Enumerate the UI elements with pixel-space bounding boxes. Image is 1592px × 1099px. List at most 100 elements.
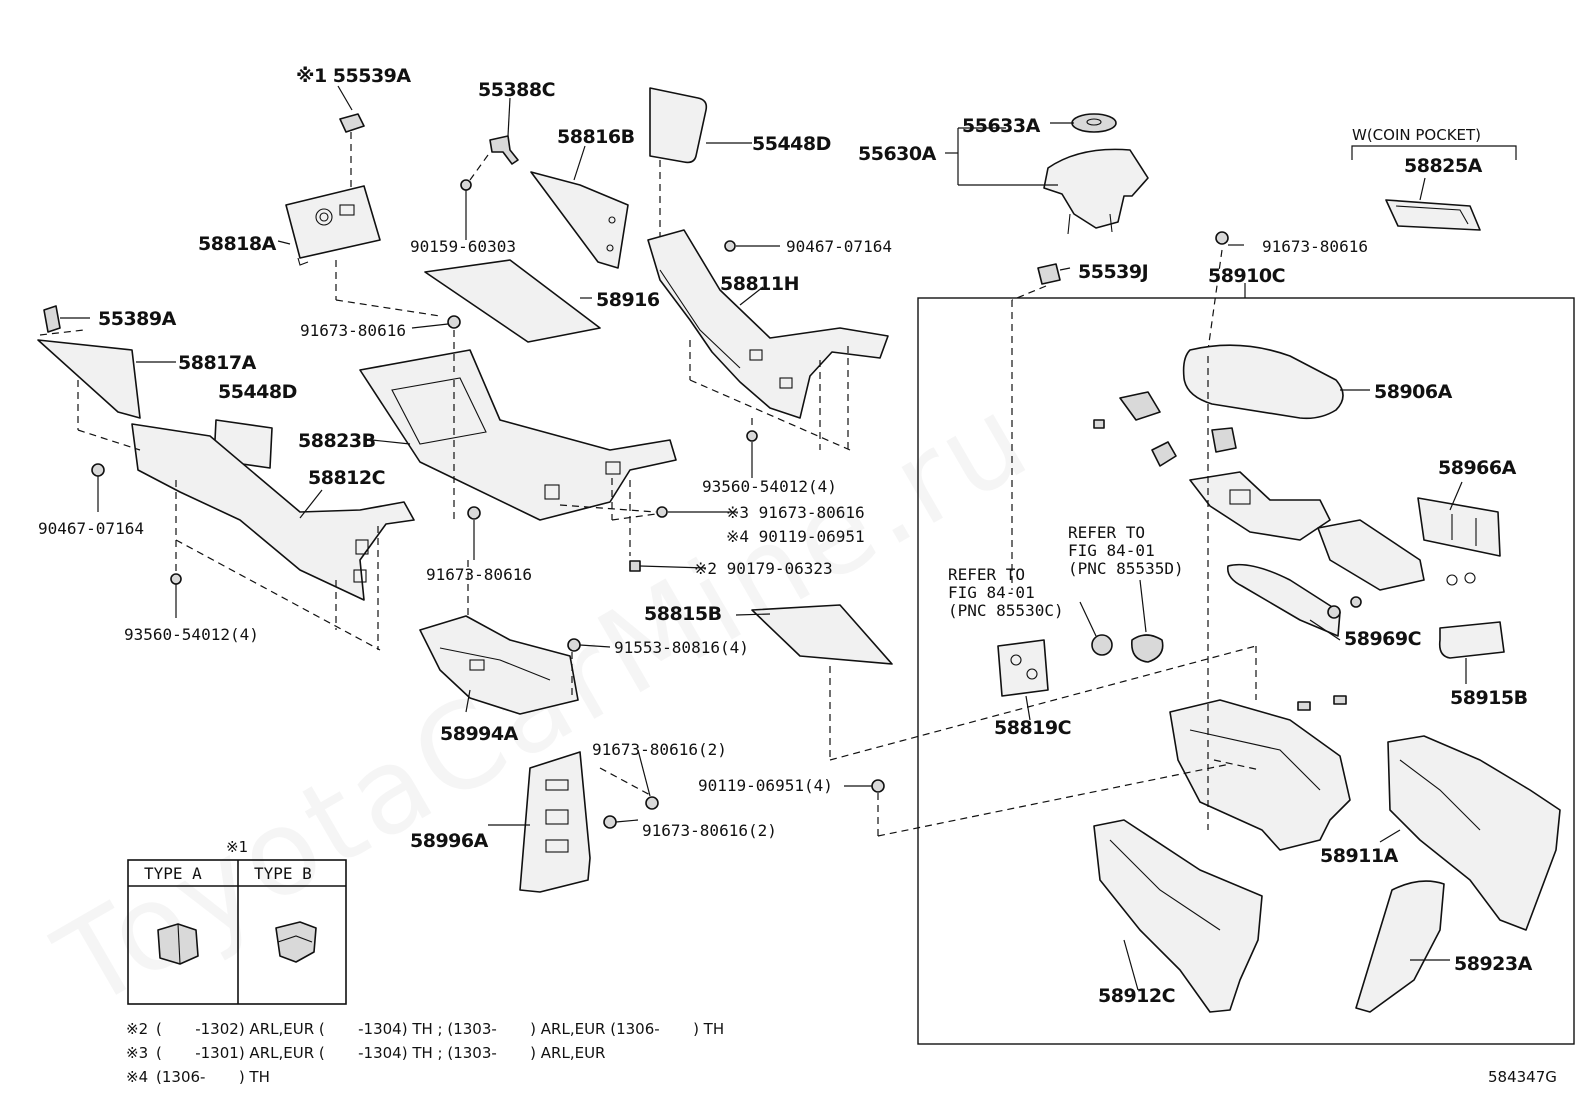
part-93560-54012-right[interactable] bbox=[746, 430, 758, 442]
type-b-header: TYPE B bbox=[254, 864, 312, 883]
part-55633A[interactable] bbox=[1071, 113, 1117, 133]
footnote-3-text: ( -1301) ARL,EUR ( -1304) TH ; (1303- ) … bbox=[156, 1044, 605, 1062]
label-58825A: 58825A bbox=[1404, 155, 1483, 177]
part-91673-80616-x3[interactable] bbox=[656, 506, 668, 518]
label-58906A: 58906A bbox=[1374, 381, 1453, 403]
part-58812C[interactable] bbox=[131, 423, 415, 601]
type-a-clip bbox=[157, 923, 199, 965]
label-55389A: 55389A bbox=[98, 308, 177, 330]
label-90467-07164-top: 90467-07164 bbox=[786, 237, 892, 256]
label-55539A: ※1 55539A bbox=[296, 65, 411, 87]
label-91673-80616-mid: 91673-80616 bbox=[300, 321, 406, 340]
part-91673-80616-low[interactable] bbox=[467, 506, 481, 520]
part-58811H[interactable] bbox=[647, 229, 889, 419]
svg-text:(PNC 85535D): (PNC 85535D) bbox=[1068, 559, 1184, 578]
part-55389A[interactable] bbox=[43, 305, 61, 333]
part-91673-80616-2b[interactable] bbox=[603, 815, 617, 829]
footnote-2-text: ( -1302) ARL,EUR ( -1304) TH ; (1303- ) … bbox=[156, 1020, 724, 1038]
part-58818A[interactable] bbox=[285, 185, 381, 266]
label-58817A: 58817A bbox=[178, 352, 257, 374]
type-table-mark: ※1 bbox=[226, 838, 248, 856]
label-91673-80616-2b: 91673-80616(2) bbox=[642, 821, 777, 840]
label-91673-80616-2a: 91673-80616(2) bbox=[592, 740, 727, 759]
label-91553-80816: 91553-80816(4) bbox=[614, 638, 749, 657]
part-58815B[interactable] bbox=[751, 604, 893, 665]
part-90467-07164-top[interactable] bbox=[724, 240, 736, 252]
part-58966A[interactable] bbox=[1417, 497, 1501, 557]
part-93560-54012-left[interactable] bbox=[170, 573, 182, 585]
part-58915B[interactable] bbox=[1438, 621, 1505, 659]
part-90467-07164-left[interactable] bbox=[91, 463, 105, 477]
part-91673-80616-tr[interactable] bbox=[1215, 231, 1229, 245]
part-55539A[interactable] bbox=[339, 113, 365, 133]
label-58910C: 58910C bbox=[1208, 265, 1285, 287]
label-90159-60303: 90159-60303 bbox=[410, 237, 516, 256]
part-58819C[interactable] bbox=[997, 639, 1049, 697]
label-55633A: 55633A bbox=[962, 115, 1041, 137]
label-58916: 58916 bbox=[596, 289, 660, 311]
type-b-clip bbox=[275, 921, 317, 963]
part-58910C[interactable] bbox=[1189, 471, 1476, 591]
type-a-header: TYPE A bbox=[144, 864, 202, 883]
svg-text:REFER TO: REFER TO bbox=[1068, 523, 1145, 542]
part-console-box-lower[interactable] bbox=[1169, 699, 1351, 851]
part-58923A[interactable] bbox=[1355, 880, 1445, 1013]
part-58916[interactable] bbox=[424, 259, 601, 343]
label-55388C: 55388C bbox=[478, 79, 555, 101]
label-58818A: 58818A bbox=[198, 233, 277, 255]
label-58966A: 58966A bbox=[1438, 457, 1517, 479]
label-93560-54012-left: 93560-54012(4) bbox=[124, 625, 259, 644]
part-pnc-85530c[interactable] bbox=[1091, 634, 1113, 656]
label-58823B: 58823B bbox=[298, 430, 376, 452]
label-55539J: 55539J bbox=[1078, 261, 1148, 283]
part-90119-06951-4[interactable] bbox=[871, 779, 885, 793]
label-91673-80616-tr: 91673-80616 bbox=[1262, 237, 1368, 256]
label-55630A: 55630A bbox=[858, 143, 937, 165]
label-58912C: 58912C bbox=[1098, 985, 1175, 1007]
footnote-2-mark: ※2 bbox=[126, 1020, 148, 1038]
label-58915B: 58915B bbox=[1450, 687, 1528, 709]
part-58912C[interactable] bbox=[1093, 819, 1263, 1013]
part-58969C[interactable] bbox=[1226, 563, 1341, 637]
part-small-nuts bbox=[1297, 596, 1362, 711]
part-55630A[interactable] bbox=[1043, 148, 1149, 235]
part-90179-06323[interactable] bbox=[629, 560, 641, 572]
footnote-4-text: (1306- ) TH bbox=[156, 1068, 270, 1086]
label-58815B: 58815B bbox=[644, 603, 722, 625]
label-91673-80616-x3: ※3 91673-80616 bbox=[726, 503, 865, 522]
label-58811H: 58811H bbox=[720, 273, 799, 295]
label-90179-06323-x2: ※2 90179-06323 bbox=[694, 559, 833, 578]
part-58994A[interactable] bbox=[419, 615, 579, 715]
part-91673-80616-2a[interactable] bbox=[645, 796, 659, 810]
part-58823B[interactable] bbox=[359, 349, 677, 521]
svg-text:REFER TO: REFER TO bbox=[948, 565, 1025, 584]
refer-note-85530c: REFER TO FIG 84-01 (PNC 85530C) bbox=[948, 565, 1064, 620]
part-91673-80616-mid[interactable] bbox=[447, 315, 461, 329]
label-90467-07164-left: 90467-07164 bbox=[38, 519, 144, 538]
part-55448D-top[interactable] bbox=[649, 87, 708, 164]
subassembly-frame bbox=[917, 297, 1575, 1045]
label-58969C: 58969C bbox=[1344, 628, 1421, 650]
svg-text:FIG 84-01: FIG 84-01 bbox=[948, 583, 1035, 602]
part-55388C[interactable] bbox=[489, 135, 519, 165]
label-58923A: 58923A bbox=[1454, 953, 1533, 975]
part-91553-80816[interactable] bbox=[567, 638, 581, 652]
part-58911A[interactable] bbox=[1387, 735, 1561, 931]
label-58996A: 58996A bbox=[410, 830, 489, 852]
part-58996A[interactable] bbox=[519, 751, 591, 893]
footnote-3-mark: ※3 bbox=[126, 1044, 148, 1062]
part-58817A[interactable] bbox=[37, 339, 141, 419]
label-93560-54012-right: 93560-54012(4) bbox=[702, 477, 837, 496]
footnotes: ※2 ( -1302) ARL,EUR ( -1304) TH ; (1303-… bbox=[126, 1020, 724, 1086]
part-58816B[interactable] bbox=[530, 171, 629, 269]
label-91673-80616-low: 91673-80616 bbox=[426, 565, 532, 584]
label-90119-06951-4: 90119-06951(4) bbox=[698, 776, 833, 795]
part-55539J[interactable] bbox=[1037, 263, 1061, 285]
svg-text:FIG 84-01: FIG 84-01 bbox=[1068, 541, 1155, 560]
part-hinge-assembly[interactable] bbox=[1093, 391, 1237, 467]
part-90159-60303[interactable] bbox=[460, 179, 472, 240]
part-58906A[interactable] bbox=[1182, 344, 1344, 420]
part-58825A[interactable] bbox=[1385, 199, 1481, 231]
part-pnc-85535d[interactable] bbox=[1131, 634, 1164, 663]
